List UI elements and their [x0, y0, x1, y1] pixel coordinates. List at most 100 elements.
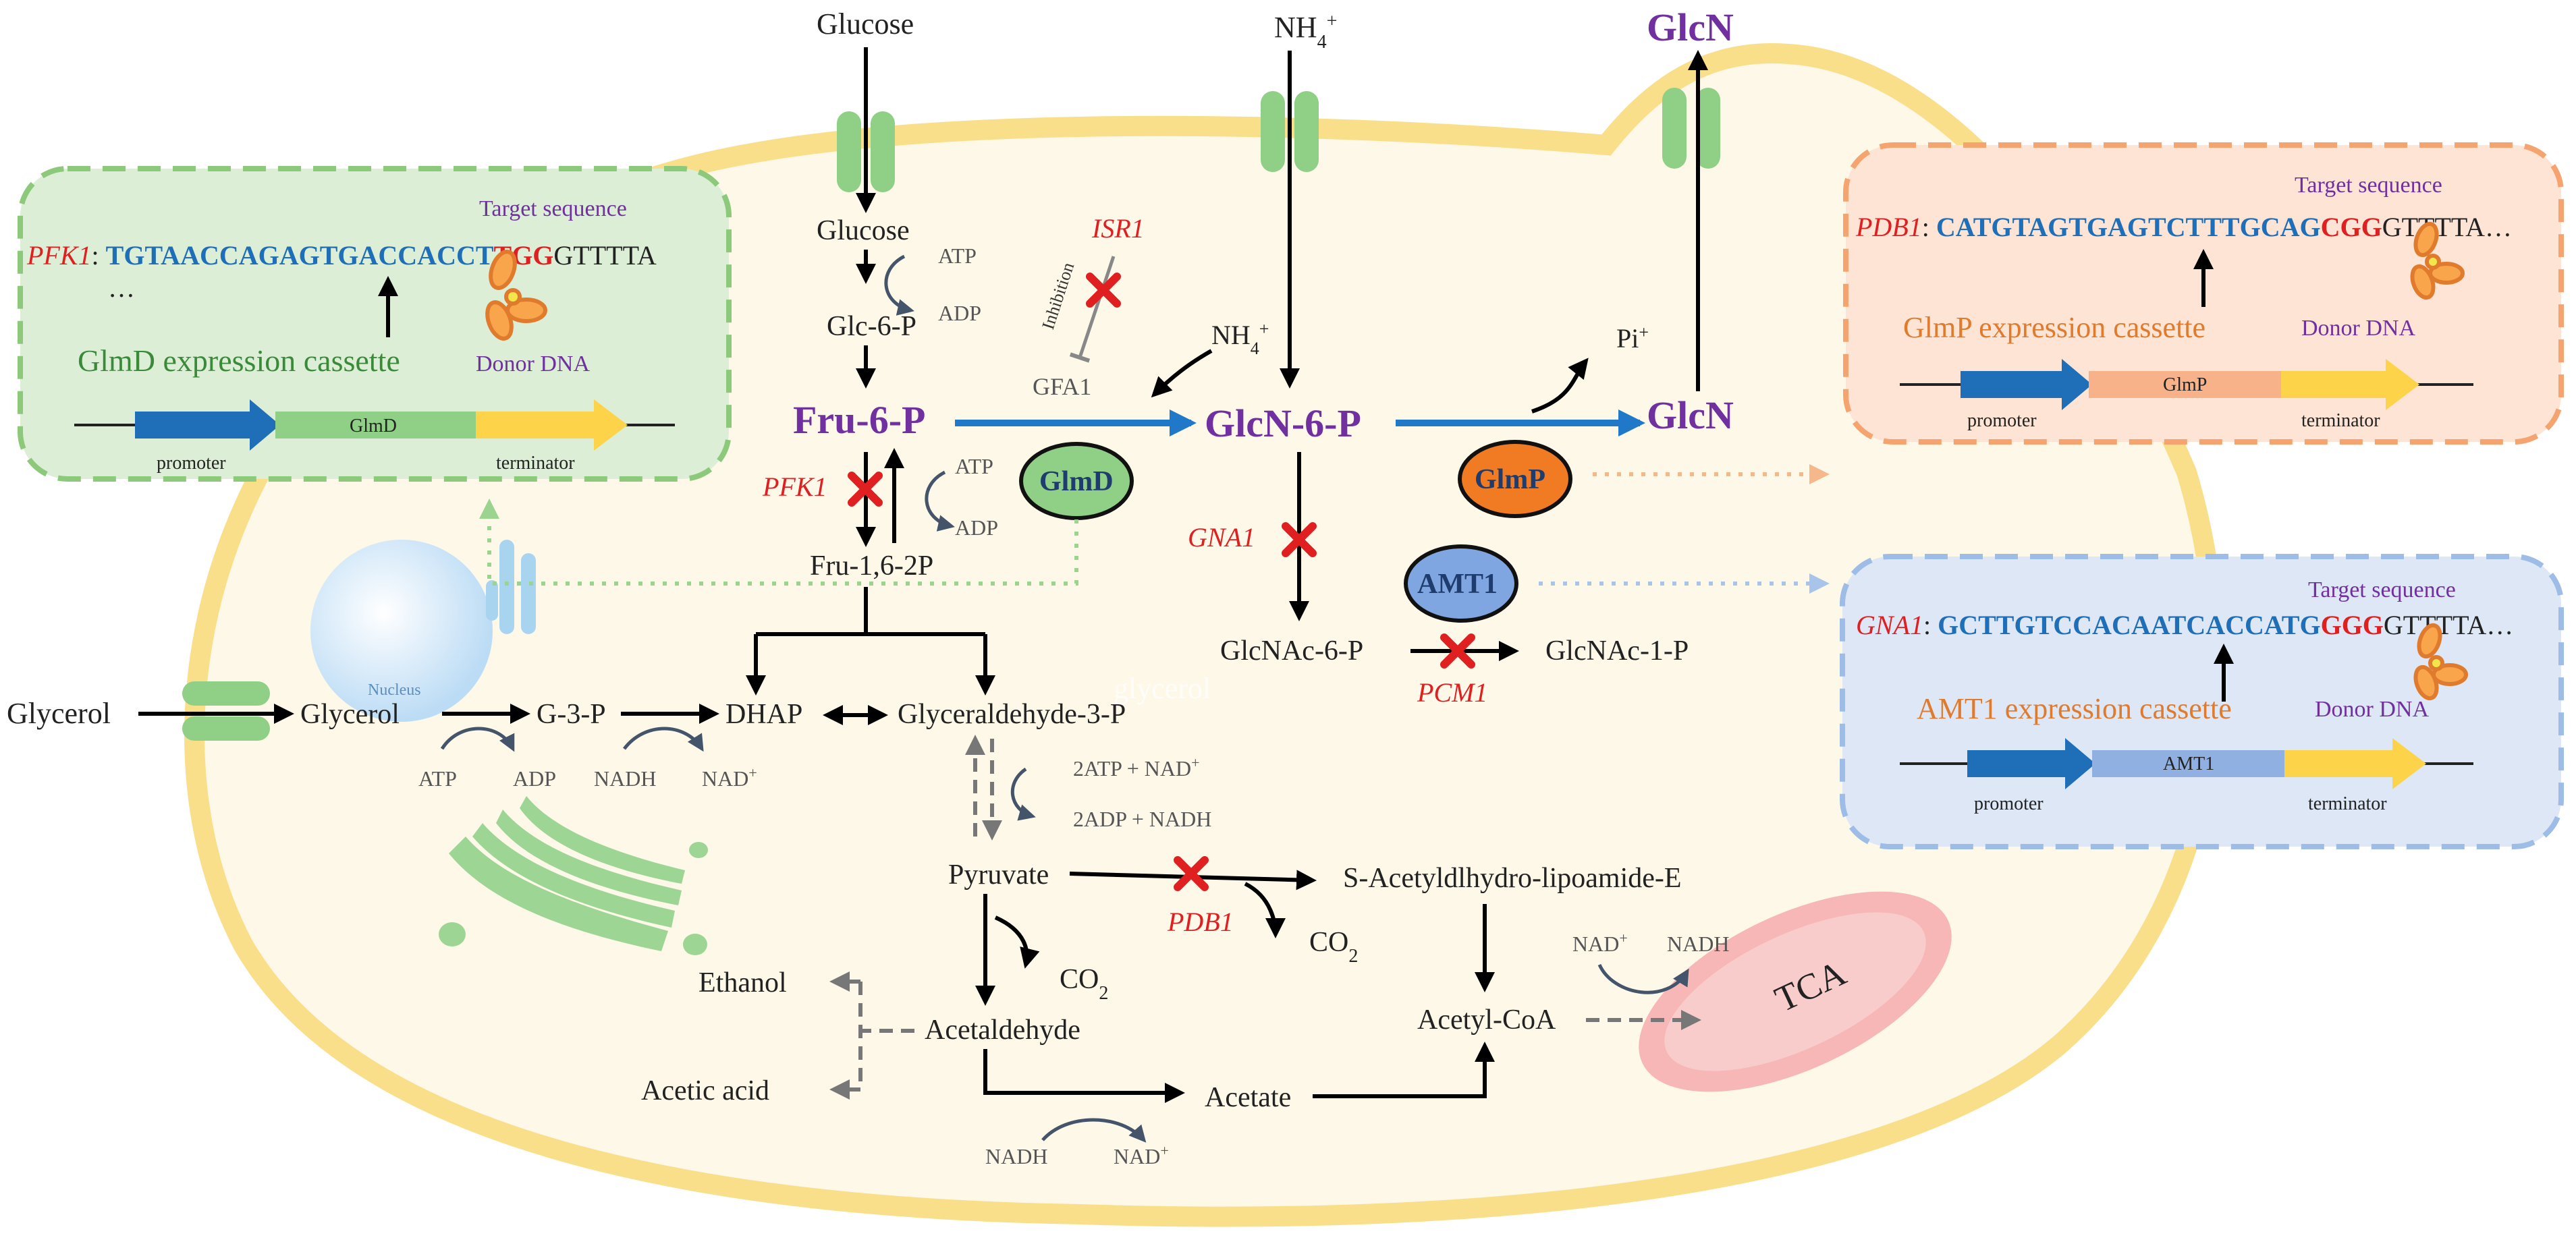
- pfk1-gene-label: PFK1: [762, 472, 827, 502]
- mitochondrion: TCA: [1639, 891, 1952, 1092]
- amt1-gene-text: AMT1: [2163, 754, 2214, 774]
- glycerol-transporter: [182, 681, 270, 741]
- fru16bp-label: Fru-1,6-2P: [810, 550, 933, 582]
- acetyl-coa-label: Acetyl-CoA: [1417, 1004, 1556, 1036]
- glmp-gene-block: [2089, 371, 2284, 398]
- pfk1-target-sequence: PFK1: TGTAACCAGAGTGACCACCTTGGGTTTTA: [26, 240, 657, 271]
- glucose-intracellular: Glucose: [817, 215, 910, 246]
- terminator-arrow-2: [2281, 359, 2419, 410]
- ammonium-extracellular: NH4+: [1274, 11, 1337, 53]
- nucleus-label: Nucleus: [368, 681, 421, 699]
- target-sequence-label-3: Target sequence: [2308, 577, 2456, 602]
- donor-dna-label-2: Donor DNA: [2301, 316, 2415, 341]
- atp-label-2: ATP: [955, 454, 993, 478]
- co2-label-2: CO2: [1060, 964, 1108, 1004]
- glcn-transporter: [1662, 88, 1720, 169]
- donor-dna-label-3: Donor DNA: [2315, 697, 2429, 722]
- glmd-gene-text: GlmD: [350, 416, 397, 436]
- promoter-label-3: promoter: [1974, 793, 2044, 814]
- adp-label-1: ADP: [938, 301, 981, 325]
- acetic-acid-label: Acetic acid: [641, 1075, 769, 1106]
- pcm1-knockout-mark: [1440, 633, 1475, 669]
- target-sequence-label-2: Target sequence: [2295, 173, 2442, 198]
- glmp-enzyme-label: GlmP: [1475, 464, 1545, 495]
- golgi-icon: [439, 796, 708, 955]
- glc6p-label: Glc-6-P: [827, 311, 916, 342]
- glmd-cassette-label: GlmD expression cassette: [78, 343, 400, 378]
- terminator-label-1: terminator: [496, 453, 575, 474]
- nad-label-1: NAD+: [702, 764, 757, 791]
- terminator-arrow-1: [476, 399, 628, 451]
- sacetyl-label: S-Acetyldlhydro-lipoamide-E: [1343, 863, 1682, 894]
- dhap-label: DHAP: [725, 699, 802, 730]
- pi-label: Pi+: [1616, 322, 1649, 354]
- acetate-label: Acetate: [1205, 1082, 1291, 1113]
- g3p-label: G-3-P: [537, 699, 606, 730]
- pdb1-gene-label: PDB1: [1167, 907, 1234, 937]
- nadh-label-3: NADH: [1667, 932, 1729, 956]
- nadh-label-1: NADH: [594, 766, 656, 791]
- glcn-intracellular: GlcN: [1647, 393, 1734, 437]
- glmd-cassette-panel: Target sequence PFK1: TGTAACCAGAGTGACCAC…: [18, 166, 732, 482]
- terminator-label-2: terminator: [2301, 410, 2380, 431]
- glcn-extracellular: GlcN: [1647, 5, 1734, 49]
- glmd-enzyme: GlmD: [1019, 442, 1134, 520]
- fru6p-label: Fru-6-P: [793, 398, 926, 442]
- amt1-enzyme: AMT1: [1404, 544, 1518, 623]
- er-icon: [486, 540, 536, 634]
- glucose-transporter: [837, 111, 895, 192]
- atp-label-3: ATP: [418, 766, 457, 791]
- nadh-label-2: NADH: [985, 1144, 1047, 1168]
- glcnac6p-label: GlcNAc-6-P: [1220, 635, 1363, 667]
- glycerol-intracellular: Glycerol: [300, 699, 400, 730]
- glmp-enzyme: GlmP: [1458, 440, 1572, 518]
- nucleus: Nucleus: [310, 540, 493, 722]
- amt1-cassette-label: AMT1 expression cassette: [1917, 692, 2232, 725]
- adp-label-3: ADP: [513, 766, 556, 791]
- cas9-scissors-icon: [2410, 221, 2465, 300]
- isr1-gene-label: ISR1: [1091, 213, 1145, 244]
- nad-label-3: NAD+: [1572, 930, 1628, 957]
- gna1-gene-label: GNA1: [1188, 522, 1255, 553]
- isr1-knockout-mark: [1086, 273, 1121, 308]
- terminator-label-3: terminator: [2308, 793, 2387, 814]
- promoter-arrow-2: [1961, 359, 2092, 410]
- adp-label-2: ADP: [955, 515, 998, 540]
- pyruvate-label: Pyruvate: [948, 859, 1049, 890]
- pcm1-gene-label: PCM1: [1417, 677, 1487, 708]
- glmp-gene-text: GlmP: [2163, 374, 2207, 395]
- co2-label-1: CO2: [1309, 927, 1358, 967]
- nad-label-2: NAD+: [1114, 1142, 1169, 1169]
- glmd-enzyme-label: GlmD: [1039, 466, 1114, 497]
- ammonium-intracellular: NH4+: [1211, 319, 1269, 358]
- terminator-arrow-3: [2284, 738, 2426, 789]
- glmp-cassette-label: GlmP expression cassette: [1903, 311, 2205, 344]
- ethanol-label: Ethanol: [698, 967, 787, 998]
- pfk1-knockout-mark: [848, 472, 883, 507]
- sequence-continuation-1: …: [108, 273, 135, 303]
- glmp-cassette-panel: Target sequence PDB1: CATGTAGTGAGTCTTTGC…: [1843, 142, 2564, 445]
- amt1-gene-block: [2092, 750, 2288, 777]
- gna1-target-sequence: GNA1: GCTTGTCCACAATCACCATGGGGGTTTTA…: [1856, 610, 2513, 640]
- amt1-enzyme-label: AMT1: [1417, 569, 1498, 600]
- promoter-arrow-3: [1967, 738, 2095, 789]
- pdb1-target-sequence: PDB1: CATGTAGTGAGTCTTTGCAGCGGGTTTTA…: [1855, 212, 2512, 242]
- glcnac1p-label: GlcNAc-1-P: [1545, 635, 1689, 667]
- pdb1-knockout-mark: [1174, 856, 1209, 891]
- gfa1-label: GFA1: [1033, 373, 1091, 400]
- two-atp-nad-label: 2ATP + NAD+: [1073, 754, 1200, 781]
- promoter-arrow-1: [135, 399, 280, 451]
- glmd-gene-block: [275, 412, 478, 438]
- donor-dna-label-1: Donor DNA: [476, 351, 590, 376]
- two-adp-nadh-label: 2ADP + NADH: [1073, 807, 1211, 831]
- glucose-extracellular: Glucose: [817, 7, 914, 40]
- atp-label-1: ATP: [938, 244, 977, 268]
- target-sequence-label-1: Target sequence: [479, 196, 627, 221]
- ammonium-transporter: [1261, 91, 1319, 172]
- glcn6p-label: GlcN-6-P: [1205, 401, 1361, 445]
- acetaldehyde-label: Acetaldehyde: [925, 1015, 1080, 1046]
- cas9-scissors-icon: [485, 250, 547, 341]
- glycerol-extracellular: Glycerol: [7, 697, 111, 730]
- amt1-cassette-panel: Target sequence GNA1: GCTTGTCCACAATCACCA…: [1840, 554, 2564, 849]
